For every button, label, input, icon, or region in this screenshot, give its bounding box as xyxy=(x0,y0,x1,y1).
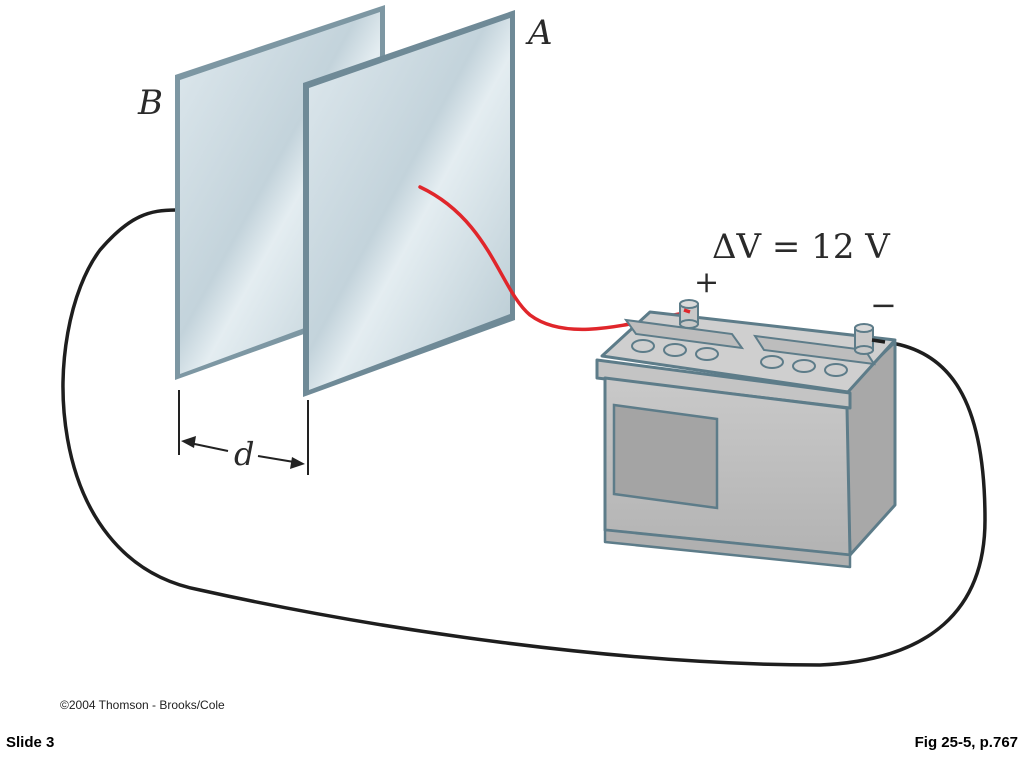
positive-terminal-post xyxy=(679,299,699,329)
slide-number: Slide 3 xyxy=(6,734,55,751)
figure-reference: Fig 25-5, p.767 xyxy=(914,734,1018,751)
separation-label: d xyxy=(234,435,254,473)
positive-terminal-label: + xyxy=(694,265,719,300)
battery xyxy=(595,299,897,569)
cell-caps-left xyxy=(623,318,745,361)
voltage-label: ΔV = 12 V xyxy=(712,227,891,267)
separation-marker xyxy=(178,390,309,475)
copyright-notice: ©2004 Thomson - Brooks/Cole xyxy=(60,698,225,712)
plate-a xyxy=(303,10,515,397)
plate-a-label: A xyxy=(525,13,553,53)
plate-b-label: B xyxy=(137,83,163,123)
negative-wire-end xyxy=(871,338,886,344)
positive-wire-end xyxy=(683,308,691,314)
negative-terminal-label: − xyxy=(870,286,897,324)
battery-label-panel xyxy=(612,403,719,510)
negative-wire xyxy=(61,208,987,667)
negative-terminal-post xyxy=(854,323,874,355)
cell-caps-right xyxy=(752,334,877,377)
